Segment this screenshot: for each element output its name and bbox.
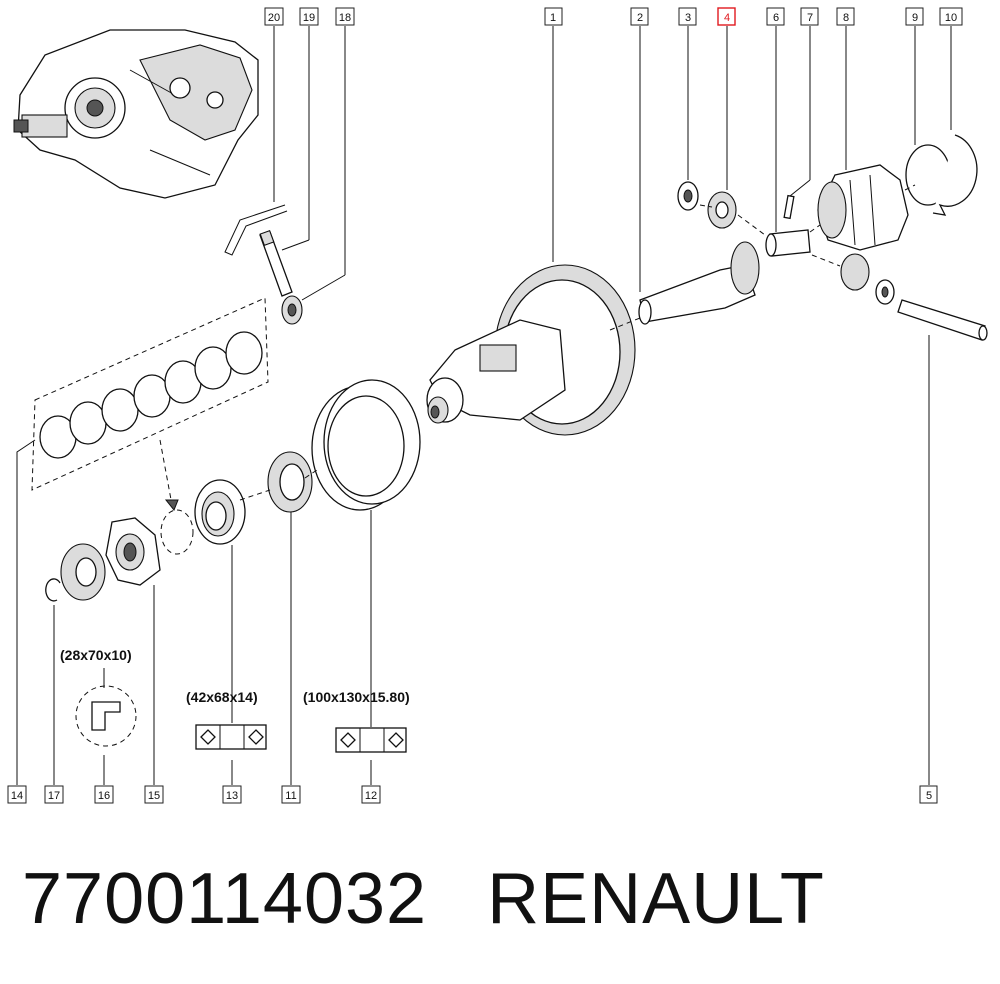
callout-11[interactable]: 11 [281, 785, 301, 804]
part-17-circlip [45, 578, 61, 602]
small-bearing-dimension-label: (42x68x14) [186, 689, 258, 705]
svg-text:1: 1 [550, 12, 556, 24]
callout-15[interactable]: 15 [144, 785, 164, 804]
part-caption: 7700114032 RENAULT [22, 858, 825, 940]
callout-13[interactable]: 13 [222, 785, 242, 804]
part-11-bearing-race [267, 451, 313, 513]
large-bearing-dimension-label: (100x130x15.80) [303, 689, 410, 705]
bearing-symbol-12 [335, 727, 407, 753]
svg-text:3: 3 [685, 12, 691, 24]
svg-text:5: 5 [926, 790, 932, 802]
callout-19[interactable]: 19 [299, 7, 319, 26]
callout-7[interactable]: 7 [800, 7, 819, 26]
part-number: 7700114032 [22, 859, 428, 939]
part-7-spring-pin [783, 194, 795, 220]
svg-text:4: 4 [724, 12, 730, 24]
callout-9[interactable]: 9 [905, 7, 924, 26]
svg-text:9: 9 [912, 12, 918, 24]
svg-text:11: 11 [285, 790, 296, 802]
part-2-sun-gear-shaft [638, 241, 760, 325]
svg-text:14: 14 [11, 790, 23, 802]
part-6-sleeve [765, 229, 811, 257]
selected-shim-ring [160, 509, 194, 555]
svg-text:8: 8 [843, 12, 849, 24]
part-12-large-bearing [311, 379, 421, 511]
svg-text:19: 19 [303, 12, 315, 24]
seal-dimension-label: (28x70x10) [60, 647, 132, 663]
part-5-shaft [897, 299, 988, 341]
callout-2[interactable]: 2 [630, 7, 649, 26]
callout-leaders [16, 26, 952, 785]
part-18-speedo-pinion [281, 295, 303, 325]
part-13-small-bearing [194, 479, 246, 545]
svg-text:7: 7 [807, 12, 813, 24]
callout-10[interactable]: 10 [939, 7, 963, 26]
part-16-oil-seal [60, 543, 106, 601]
part-19-speedo-shaft [259, 229, 293, 297]
svg-text:2: 2 [637, 12, 643, 24]
callout-16[interactable]: 16 [94, 785, 114, 804]
svg-text:6: 6 [773, 12, 779, 24]
svg-text:20: 20 [268, 12, 280, 24]
seal-section-symbol [75, 685, 137, 747]
gearbox-overview-illustration [13, 29, 259, 199]
callout-14[interactable]: 14 [7, 785, 27, 804]
side-pinion-and-washer [840, 253, 895, 305]
callout-17[interactable]: 17 [44, 785, 64, 804]
callout-6[interactable]: 6 [766, 7, 785, 26]
callout-4-highlighted[interactable]: 4 [717, 7, 736, 26]
svg-text:17: 17 [48, 790, 60, 802]
callout-1[interactable]: 1 [544, 7, 563, 26]
part-15-nut [105, 517, 161, 586]
svg-text:15: 15 [148, 790, 160, 802]
part-14-shim-set [31, 297, 269, 511]
svg-text:10: 10 [945, 12, 957, 24]
callout-20[interactable]: 20 [264, 7, 284, 26]
brand-name: RENAULT [487, 859, 825, 939]
callout-8[interactable]: 8 [836, 7, 855, 26]
part-8-differential-cage [817, 164, 909, 251]
svg-text:13: 13 [226, 790, 238, 802]
part-20-pin [224, 204, 288, 256]
part-3-thrust-washer [677, 181, 699, 211]
assembly-axis-lines [239, 184, 916, 501]
part-1-crown-wheel-housing [426, 264, 636, 436]
part-4-planet-pinion [707, 191, 737, 229]
callout-12[interactable]: 12 [361, 785, 381, 804]
svg-text:12: 12 [365, 790, 377, 802]
part-10-circlip [932, 134, 978, 216]
svg-text:16: 16 [98, 790, 110, 802]
callout-5[interactable]: 5 [919, 785, 938, 804]
callout-3[interactable]: 3 [678, 7, 697, 26]
svg-text:18: 18 [339, 12, 351, 24]
callout-18[interactable]: 18 [335, 7, 355, 26]
bearing-symbol-13 [195, 724, 267, 750]
